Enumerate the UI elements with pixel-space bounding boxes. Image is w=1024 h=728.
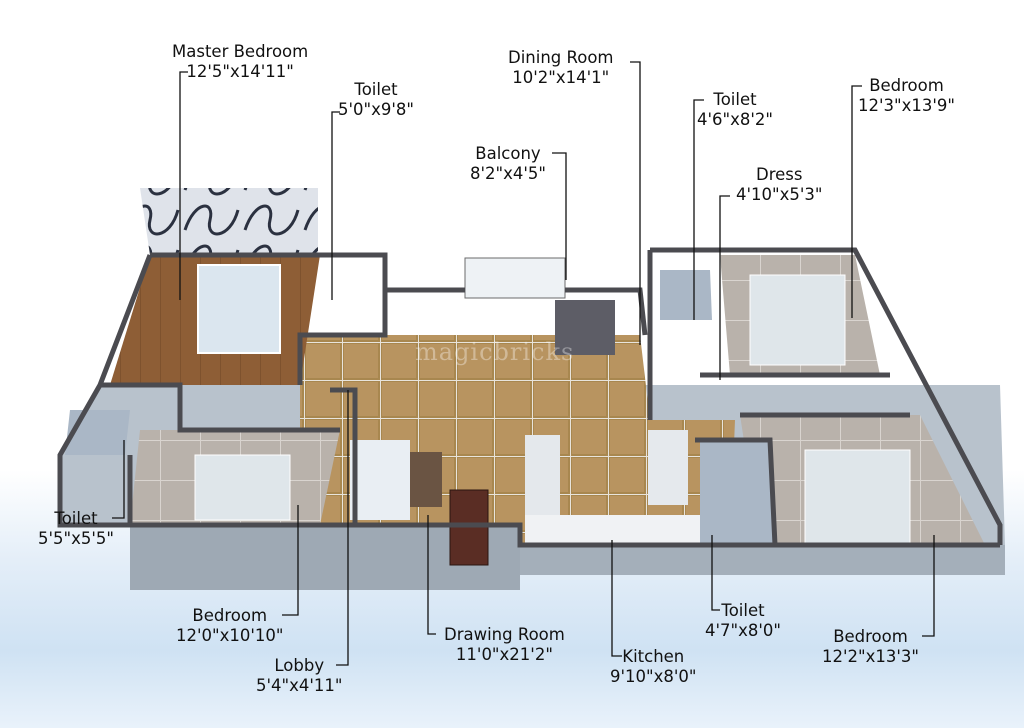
watermark: magicbricks [415, 338, 575, 366]
wall-outlines [57, 247, 1003, 548]
leader-lines [112, 61, 935, 666]
master-bed [197, 264, 281, 354]
fridge [648, 430, 688, 505]
kitchen-counter [525, 435, 560, 515]
bed-se [804, 449, 911, 546]
feature-wallpaper [140, 188, 318, 255]
dining-table [555, 300, 615, 355]
coffee-table [410, 452, 442, 507]
bed-sw [194, 454, 291, 521]
sofa [350, 440, 410, 520]
bed-ne [749, 274, 846, 366]
